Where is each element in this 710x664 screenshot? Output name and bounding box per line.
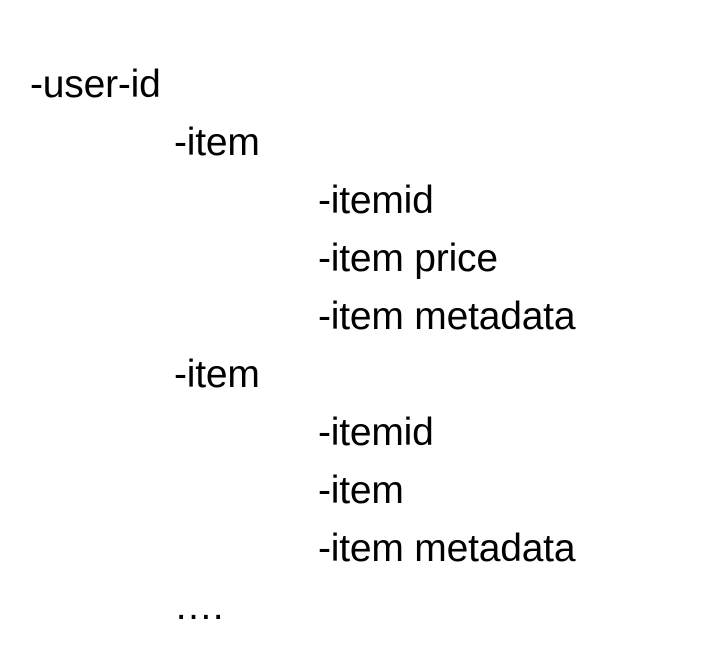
outline-item-1: -item	[174, 121, 260, 164]
outline-item-2-metadata: -item metadata	[318, 527, 576, 570]
outline-item-2-item: -item	[318, 469, 404, 512]
outline-item-2: -item	[174, 353, 260, 396]
outline-item-2-itemid: -itemid	[318, 411, 434, 454]
outline-item-1-metadata: -item metadata	[318, 295, 576, 338]
outline-item-1-itemid: -itemid	[318, 179, 434, 222]
outline-item-1-price: -item price	[318, 237, 498, 280]
outline-root-user-id: -user-id	[30, 63, 161, 106]
outline-ellipsis: ….	[174, 585, 224, 628]
